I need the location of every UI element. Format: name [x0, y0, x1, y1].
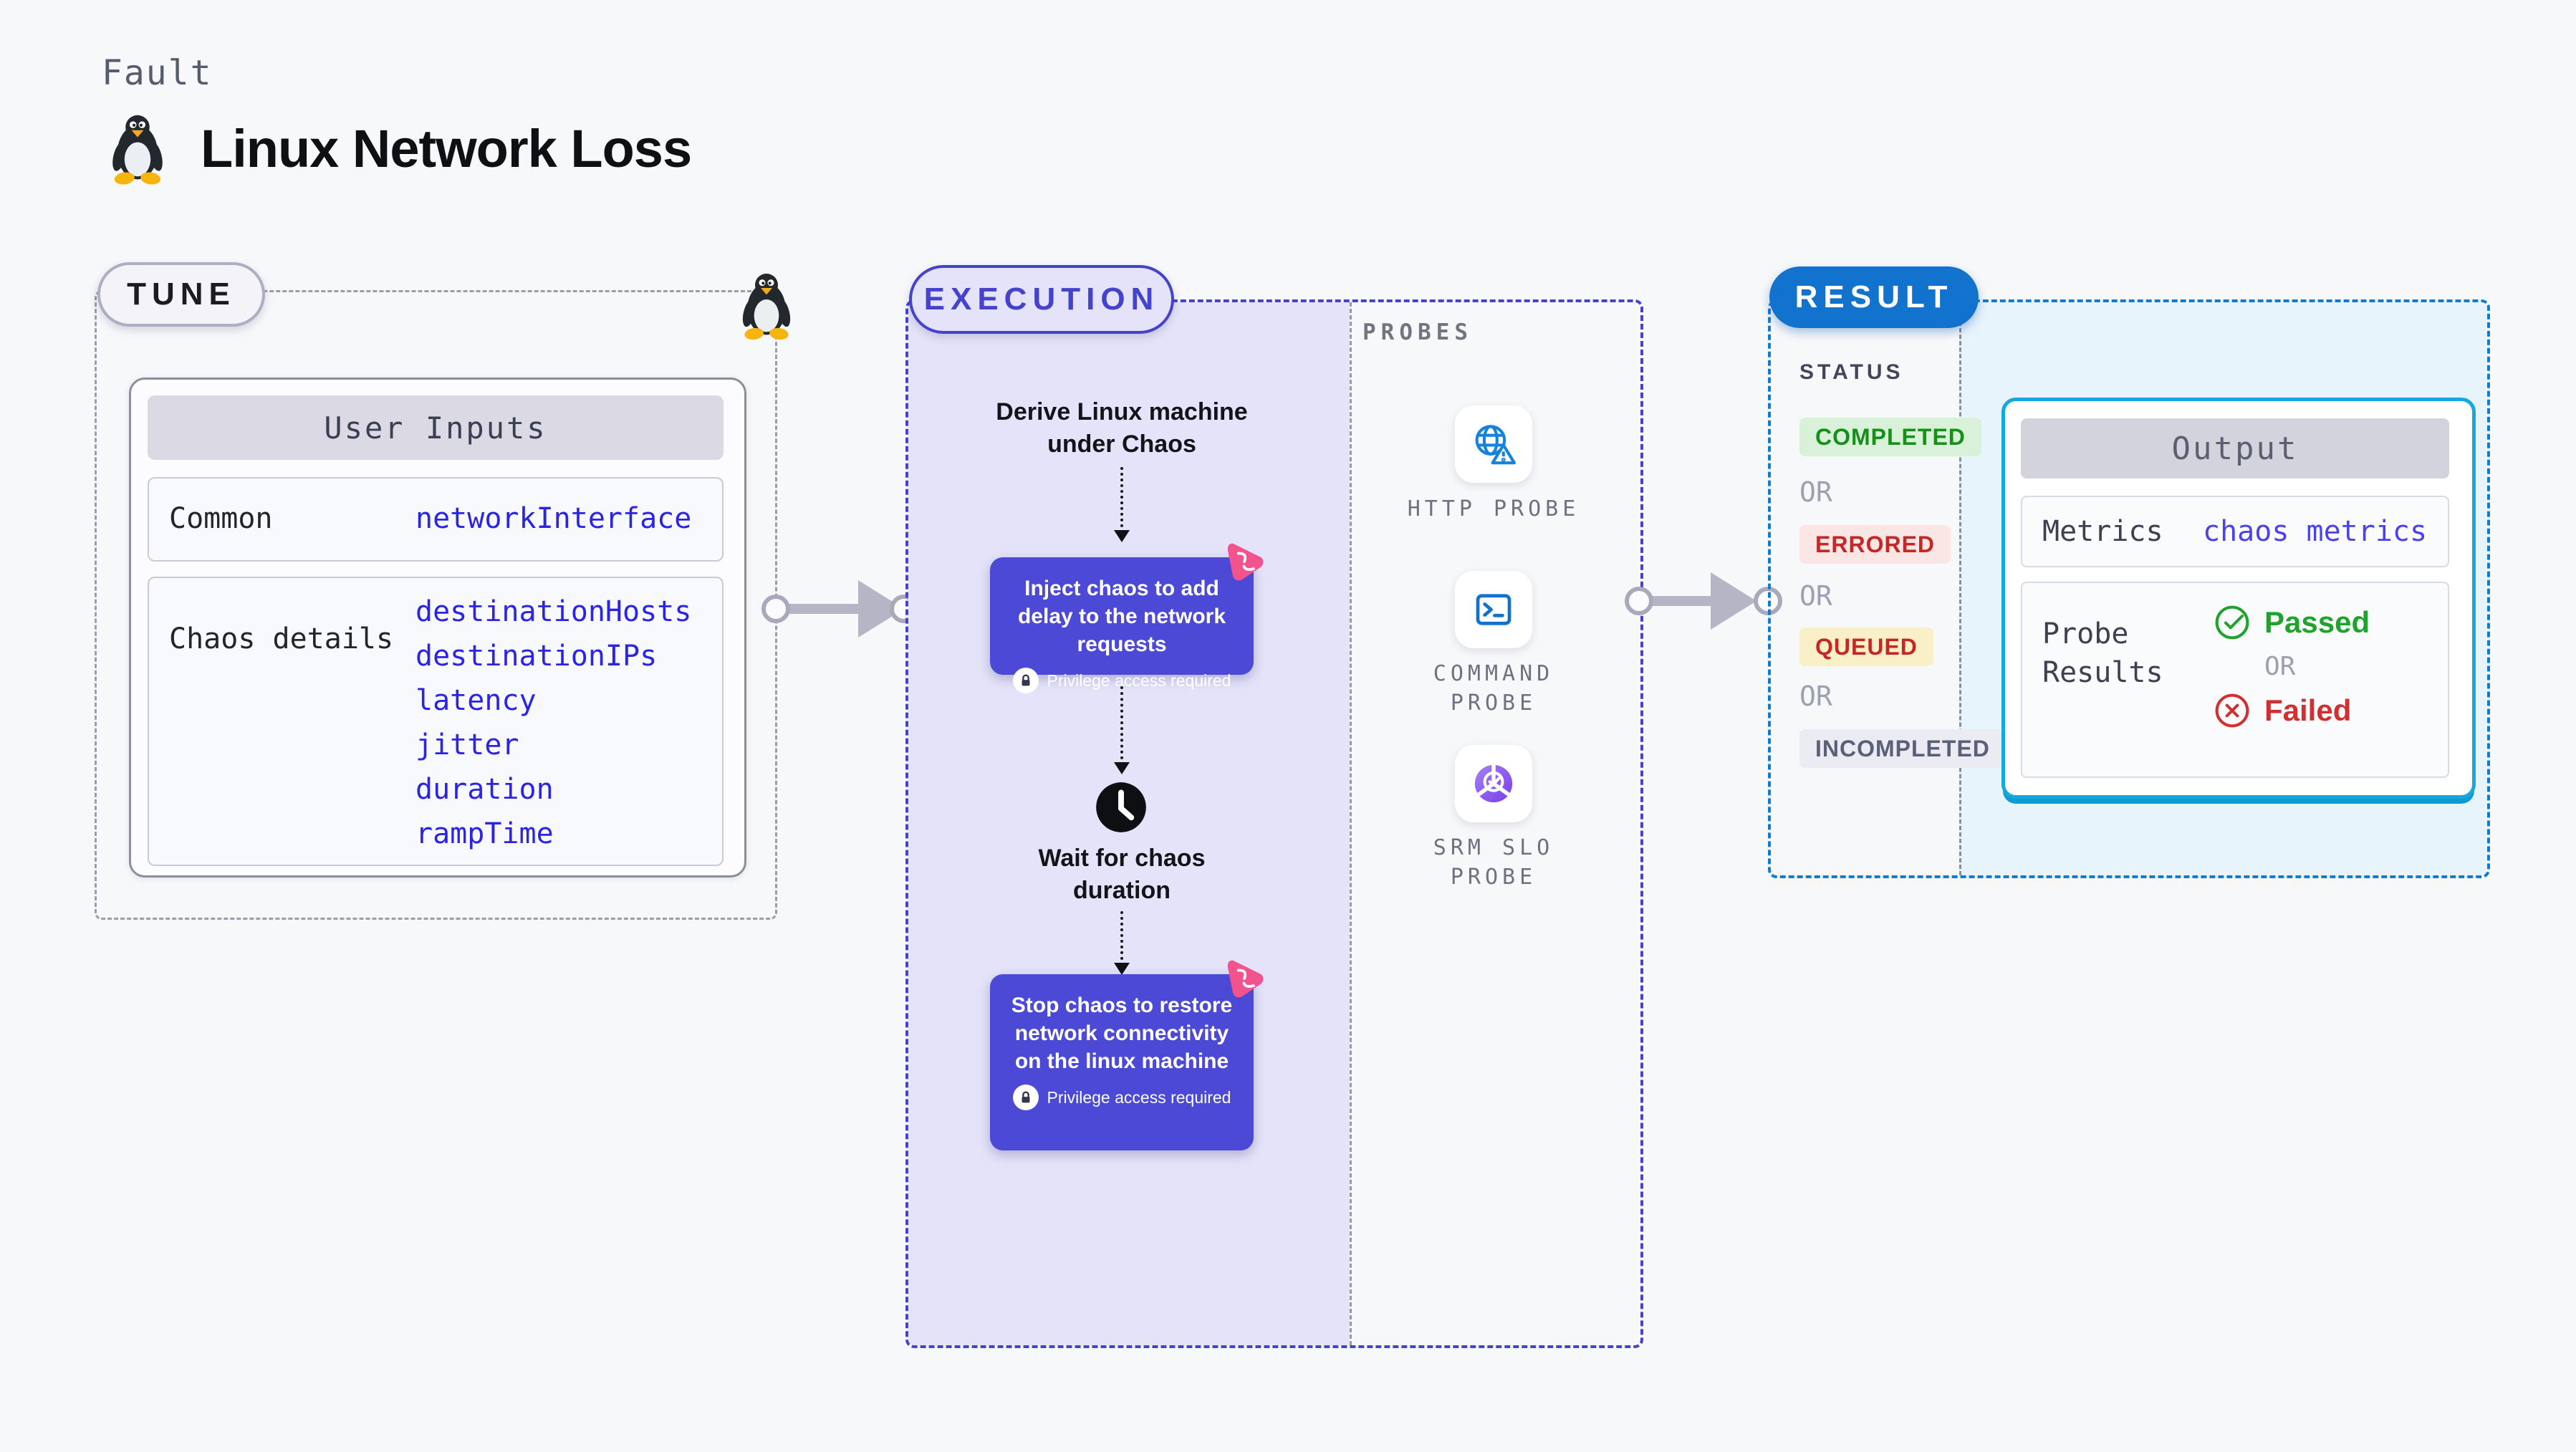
srm-slo-probe-card [1455, 745, 1532, 822]
flow-connector [1120, 911, 1123, 960]
probe-results-label: Probe Results [2042, 617, 2163, 689]
probes-column-label: PROBES [1363, 319, 1473, 345]
tune-badge: TUNE [97, 262, 265, 327]
flow-connector [1120, 686, 1123, 759]
probes-separator [1350, 302, 1352, 1345]
arrow-down-icon [1114, 530, 1130, 542]
http-probe-label: HTTP PROBE [1407, 496, 1580, 521]
metrics-row: Metrics chaos metrics [2021, 496, 2449, 567]
arrowhead-icon [1711, 572, 1756, 630]
or-label: OR [2264, 652, 2296, 681]
privilege-row: Privilege access required [990, 668, 1254, 693]
metrics-value: chaos metrics [2203, 515, 2428, 548]
passed-label: Passed [2264, 605, 2370, 639]
connector-dot [761, 595, 790, 623]
wait-step: Wait for chaos duration [1038, 845, 1206, 904]
arrow-tune-to-execution [775, 604, 860, 614]
status-badge-incompleted: INCOMPLETED [1799, 729, 2006, 768]
inject-step-label: Inject chaos to add delay to the network… [1017, 577, 1226, 656]
arrow-down-icon [1114, 762, 1130, 774]
output-card: Output Metrics chaos metrics Probe Resul… [2001, 398, 2476, 799]
arrow-down-icon [1114, 963, 1130, 975]
execution-badge: EXECUTION [909, 265, 1174, 334]
common-inputs-row: Common networkInterface [148, 477, 724, 562]
user-inputs-header: User Inputs [148, 395, 724, 460]
x-circle-icon [2215, 693, 2249, 728]
linux-tux-icon [112, 115, 163, 185]
slo-donut-check-icon [1474, 763, 1513, 803]
result-badge: RESULT [1769, 266, 1979, 328]
chaos-logo-icon [1227, 543, 1264, 581]
fault-kicker: Fault [102, 53, 213, 93]
or-label: OR [1799, 580, 1832, 612]
arrow-execution-to-result [1643, 596, 1712, 606]
output-header: Output [2021, 418, 2449, 479]
command-probe-card [1455, 571, 1532, 648]
chaos-param: latency [415, 684, 537, 717]
or-label: OR [1799, 681, 1832, 712]
chaos-param: rampTime [415, 817, 554, 850]
linux-tux-icon [742, 274, 791, 340]
chaos-details-row: Chaos details destinationHosts destinati… [148, 577, 724, 866]
chaos-details-label: Chaos details [169, 622, 394, 655]
stop-step-label: Stop chaos to restore network connectivi… [1011, 994, 1233, 1073]
status-badge-errored: ERRORED [1799, 525, 1951, 564]
page-title-row: Linux Network Loss [107, 112, 692, 185]
probe-results-row: Probe Results Passed OR Failed [2021, 582, 2449, 778]
common-param: networkInterface [415, 502, 692, 535]
failed-row: Failed [2213, 691, 2370, 730]
stop-chaos-step: Stop chaos to restore network connectivi… [990, 974, 1254, 1150]
chaos-param: duration [415, 773, 554, 806]
or-label: OR [1799, 476, 1832, 508]
chaos-param: destinationIPs [415, 640, 658, 673]
command-probe-label: COMMAND PROBE [1433, 661, 1554, 716]
probe-results-values: Passed OR Failed [2213, 603, 2370, 730]
globe-warning-icon [1475, 425, 1516, 465]
common-label: Common [169, 502, 273, 535]
chaos-param: jitter [415, 729, 519, 761]
check-circle-icon [2215, 605, 2249, 640]
srm-slo-probe-label: SRM SLO PROBE [1433, 835, 1554, 890]
clock-icon [1096, 782, 1146, 832]
user-inputs-card: User Inputs Common networkInterface Chao… [129, 378, 746, 878]
page-title: Linux Network Loss [201, 118, 692, 178]
inject-chaos-step: Inject chaos to add delay to the network… [990, 557, 1254, 693]
derive-step: Derive Linux machine under Chaos [996, 398, 1248, 458]
chaos-params-list: destinationHosts destinationIPs latency … [415, 590, 691, 856]
flow-connector [1120, 467, 1123, 527]
chaos-logo-icon [1227, 960, 1264, 998]
connector-dot [1625, 587, 1653, 615]
chaos-param: destinationHosts [415, 595, 692, 628]
http-probe-card [1455, 405, 1532, 483]
privilege-note: Privilege access required [1047, 670, 1231, 690]
lock-icon [1012, 668, 1039, 693]
metrics-label: Metrics [2042, 515, 2163, 548]
lock-icon [1012, 1085, 1039, 1110]
privilege-row: Privilege access required [990, 1085, 1254, 1110]
status-column-label: STATUS [1799, 360, 1904, 384]
failed-label: Failed [2264, 693, 2352, 727]
terminal-icon [1476, 594, 1512, 625]
result-separator [1959, 302, 1961, 875]
privilege-note: Privilege access required [1047, 1087, 1231, 1107]
status-badge-queued: QUEUED [1799, 628, 1933, 666]
status-badge-completed: COMPLETED [1799, 418, 1981, 456]
passed-row: Passed [2213, 603, 2370, 642]
